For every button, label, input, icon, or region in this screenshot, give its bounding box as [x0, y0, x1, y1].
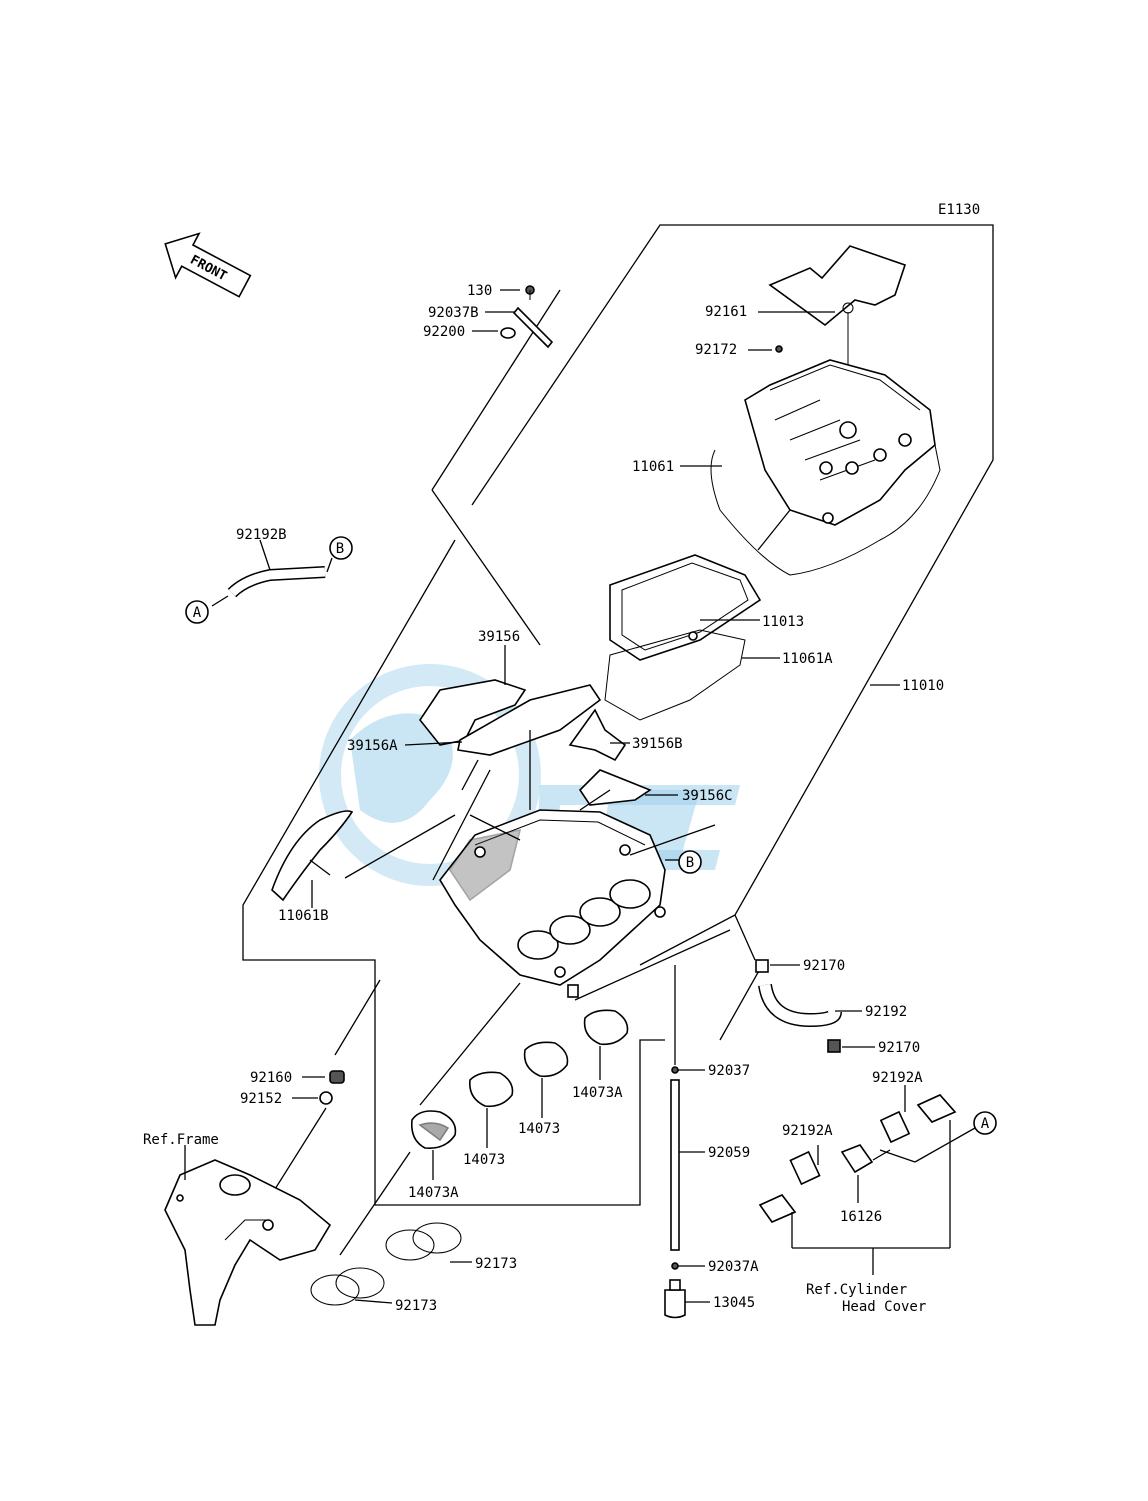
- gasket-11061A: [604, 629, 780, 721]
- label-92059: 92059: [708, 1145, 750, 1161]
- label-39156A: 39156A: [347, 738, 398, 754]
- label-39156C: 39156C: [682, 788, 733, 804]
- intake-ducts: [339, 982, 629, 1256]
- label-14073A-right: 14073A: [572, 1085, 623, 1101]
- label-13045: 13045: [713, 1295, 755, 1311]
- label-92173-lower: 92173: [395, 1298, 437, 1314]
- housing-lower: [432, 730, 731, 1001]
- label-92192: 92192: [865, 1004, 907, 1020]
- collar-92037B: [485, 306, 554, 349]
- label-92200: 92200: [423, 324, 465, 340]
- label-92160: 92160: [250, 1070, 292, 1086]
- plate-39156B: [568, 708, 630, 762]
- label-11010: 11010: [902, 678, 944, 694]
- filter-11013: [609, 554, 762, 661]
- label-92192B: 92192B: [236, 527, 287, 543]
- plate-39156A: [404, 684, 602, 756]
- sheet-92161: [758, 245, 907, 420]
- gasket-11061B: [271, 810, 456, 908]
- label-92170-upper: 92170: [803, 958, 845, 974]
- callout-b-center: B: [686, 855, 694, 871]
- label-11061: 11061: [632, 459, 674, 475]
- label-39156B: 39156B: [632, 736, 683, 752]
- grommets: [264, 979, 381, 1206]
- label-92037B: 92037B: [428, 305, 479, 321]
- diagram-code: E1130: [938, 202, 980, 218]
- hose-92192B: [185, 536, 353, 624]
- label-92173-upper: 92173: [475, 1256, 517, 1272]
- plate-39156C: [578, 769, 678, 806]
- cylinder-head-reference: [758, 1085, 997, 1275]
- bolt-130: [500, 285, 535, 300]
- label-92192A-lower: 92192A: [782, 1123, 833, 1139]
- label-11061A: 11061A: [782, 651, 833, 667]
- label-11061B: 11061B: [278, 908, 329, 924]
- ref-frame-label: Ref.Frame: [143, 1132, 219, 1148]
- label-11013: 11013: [762, 614, 804, 630]
- label-92170-lower: 92170: [878, 1040, 920, 1056]
- washer-92200: [472, 327, 516, 339]
- label-130: 130: [467, 283, 492, 299]
- label-92161: 92161: [705, 304, 747, 320]
- label-92172: 92172: [695, 342, 737, 358]
- label-39156: 39156: [478, 629, 520, 645]
- ref-head-cover-label: Head Cover: [842, 1299, 926, 1315]
- label-92037A: 92037A: [708, 1259, 759, 1275]
- label-14073-right: 14073: [518, 1121, 560, 1137]
- label-14073-left: 14073: [463, 1152, 505, 1168]
- callout-b-top: B: [336, 541, 344, 557]
- hose-clamps-92173: [310, 1222, 472, 1306]
- front-arrow-icon: FRONT: [164, 232, 252, 298]
- frame-reference: [164, 1145, 332, 1326]
- housing-upper-11061: [680, 345, 941, 576]
- ref-cylinder-label: Ref.Cylinder: [806, 1282, 907, 1298]
- label-92152: 92152: [240, 1091, 282, 1107]
- callout-a-right: A: [981, 1116, 990, 1132]
- assembly-outline: [242, 224, 994, 1206]
- hose-92192: [755, 959, 875, 1053]
- label-14073A-left: 14073A: [408, 1185, 459, 1201]
- drain-rod-assembly: [664, 965, 710, 1319]
- label-92192A-upper: 92192A: [872, 1070, 923, 1086]
- label-92037: 92037: [708, 1063, 750, 1079]
- label-16126: 16126: [840, 1209, 882, 1225]
- callout-a-left: A: [193, 605, 202, 621]
